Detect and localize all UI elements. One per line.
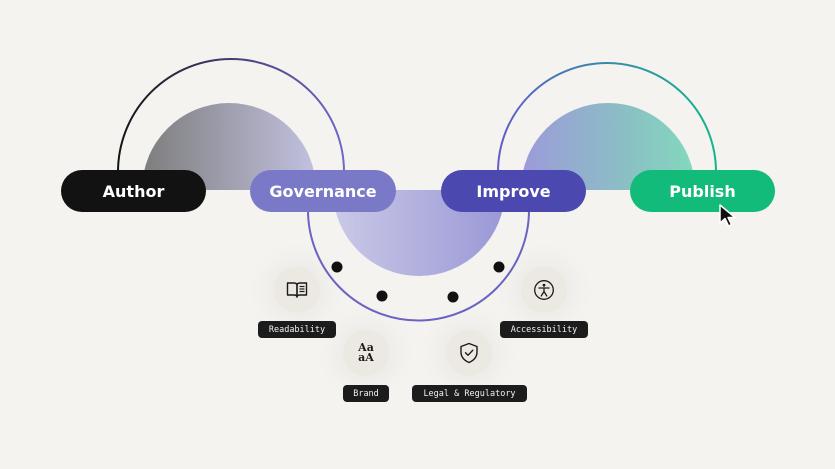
arc-dot (376, 290, 388, 302)
accessibility-label: Accessibility (510, 324, 578, 335)
author-pill[interactable]: Author (61, 170, 206, 212)
legal-label: Legal & Regulatory (423, 388, 516, 399)
legal-icon-circle (446, 330, 492, 376)
improve-pill[interactable]: Improve (441, 170, 586, 212)
readability-label: Readability (268, 324, 326, 335)
bottom-arc-middle (307, 209, 530, 322)
improve-label: Improve (476, 181, 551, 201)
author-gradient-half-disc (142, 103, 316, 190)
typography-icon: Aa aA (358, 341, 374, 364)
arc-dot (331, 261, 343, 273)
brand-tag: Brand (343, 385, 389, 402)
readability-tag: Readability (258, 321, 336, 338)
publish-label: Publish (669, 181, 736, 201)
top-arc-right (497, 62, 717, 173)
publish-pill[interactable]: Publish (630, 170, 775, 212)
brand-icon-circle: Aa aA (343, 330, 389, 376)
book-icon (286, 282, 308, 298)
arc-dot (447, 291, 459, 303)
author-label: Author (102, 181, 165, 201)
governance-label: Governance (269, 181, 377, 201)
accessibility-tag: Accessibility (500, 321, 588, 338)
cursor-icon (719, 204, 736, 227)
typography-icon-top: Aa (358, 341, 374, 354)
typography-icon-bottom: aA (358, 351, 374, 364)
accessibility-icon (534, 280, 554, 300)
governance-pill[interactable]: Governance (250, 170, 396, 212)
shield-check-icon (460, 342, 478, 364)
readability-icon-circle (274, 267, 320, 313)
arc-dot (493, 261, 505, 273)
top-arc-left (117, 58, 345, 173)
accessibility-icon-circle (521, 267, 567, 313)
improve-gradient-half-disc (521, 103, 695, 190)
legal-tag: Legal & Regulatory (412, 385, 527, 402)
brand-label: Brand (353, 388, 379, 399)
